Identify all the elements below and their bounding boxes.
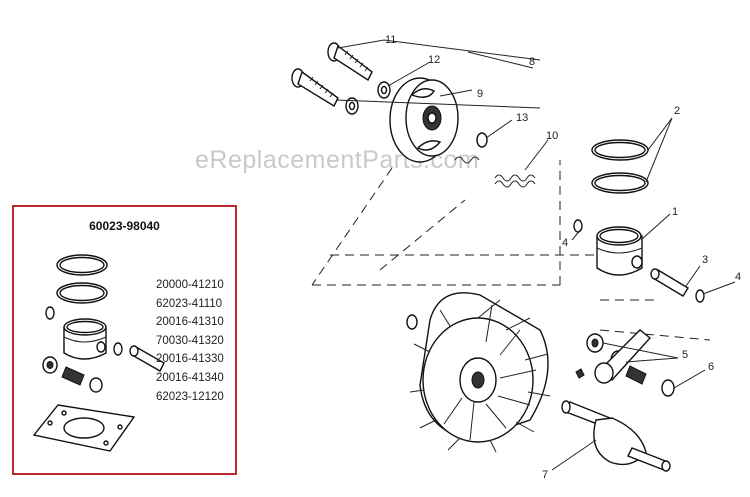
kit-gasket — [32, 404, 136, 452]
piston-pin — [650, 268, 689, 297]
kit-clip-upper — [45, 306, 55, 320]
callout-7: 7 — [542, 469, 548, 481]
callout-6: 6 — [708, 361, 714, 373]
kit-part-number: 62023-12120 — [156, 390, 224, 403]
piston-kit-inset: 60023-98040 20000-41210 62023-41110 2001… — [12, 205, 237, 475]
kit-part-number: 20016-41340 — [156, 371, 224, 384]
clutch-washer — [476, 132, 488, 148]
callout-10: 10 — [546, 130, 558, 142]
kit-part-number: 70030-41320 — [156, 334, 224, 347]
piston-rings — [591, 139, 649, 194]
crank-bearing-left — [586, 333, 604, 353]
callout-9: 9 — [477, 88, 483, 100]
callout-13: 13 — [516, 112, 528, 124]
piston — [596, 226, 643, 276]
crank-washer-right — [661, 379, 675, 397]
leader-lines — [335, 39, 736, 471]
kit-ring-lower — [56, 282, 108, 304]
callout-3: 3 — [702, 254, 708, 266]
bolt-upper — [327, 42, 373, 82]
callout-4-right: 4 — [735, 271, 741, 283]
kit-clip-lower — [113, 342, 123, 356]
clutch-assembly — [389, 77, 459, 163]
kit-washer — [89, 377, 103, 393]
callout-2: 2 — [674, 105, 680, 117]
callout-1: 1 — [672, 206, 678, 218]
callout-11: 11 — [385, 34, 396, 46]
washer-upper-hole — [380, 85, 388, 95]
kit-part-number: 62023-41110 — [156, 297, 223, 310]
woodruff-key — [575, 368, 585, 379]
kit-part-number: 20000-41210 — [156, 279, 224, 291]
kit-piston-pin — [129, 345, 165, 372]
kit-ring-upper — [56, 254, 108, 276]
flywheel — [406, 292, 551, 453]
kit-bearing — [42, 356, 58, 374]
piston-clip-right — [695, 289, 705, 303]
kit-needle-bearing — [61, 366, 85, 386]
piston-clip-left — [573, 219, 583, 233]
bolt-lower — [291, 68, 339, 107]
assembly-guide-lines — [311, 160, 711, 341]
clutch-spring — [454, 156, 536, 188]
kit-part-number: 20016-41330 — [156, 353, 224, 366]
kit-piston — [63, 318, 107, 360]
callout-12: 12 — [428, 54, 440, 66]
kit-part-number-title: 60023-98040 — [89, 219, 160, 233]
crankshaft — [561, 329, 671, 472]
callout-4-left: 4 — [562, 237, 568, 249]
callout-8: 8 — [529, 56, 535, 68]
piston-kit-parts — [32, 254, 165, 452]
kit-part-number-list: 20000-41210 62023-41110 20016-41310 7003… — [156, 276, 224, 406]
washer-lower-hole — [348, 101, 356, 111]
kit-part-number: 20016-41310 — [156, 316, 224, 329]
callout-5: 5 — [682, 349, 688, 361]
callout-numbers: 11 12 8 9 13 10 2 1 4 3 4 5 6 7 — [385, 34, 741, 481]
